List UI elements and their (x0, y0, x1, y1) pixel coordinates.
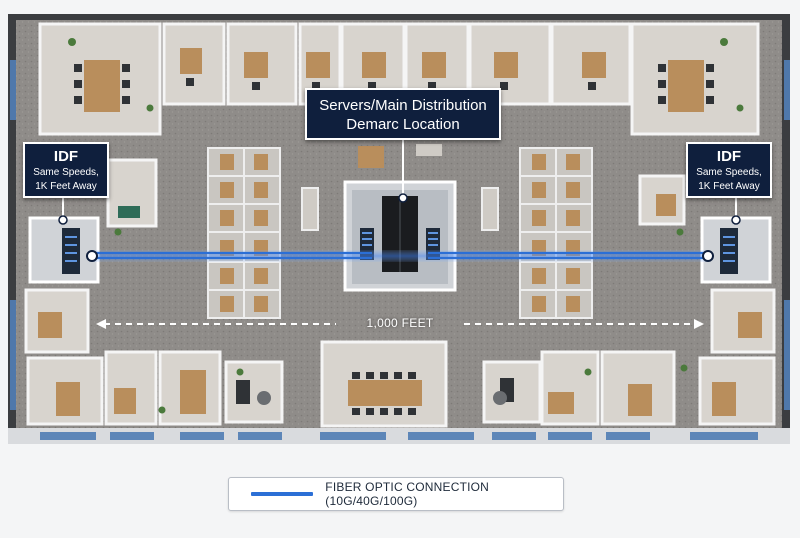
idf-room-right (700, 216, 772, 284)
top-office-desks (84, 48, 704, 112)
reception-desk (358, 144, 442, 168)
main-callout-line1: Servers/Main Distribution (319, 97, 487, 114)
legend: FIBER OPTIC CONNECTION (10G/40G/100G) (228, 477, 564, 511)
bottom-office-desks (56, 370, 736, 416)
idf-left-line2: 1K Feet Away (35, 181, 97, 192)
distance-arrow (96, 319, 704, 329)
distance-label: 1,000 FEET (366, 316, 434, 330)
legend-label: FIBER OPTIC CONNECTION (10G/40G/100G) (325, 480, 490, 508)
idf-left-line1: Same Speeds, (33, 167, 99, 178)
storage-cabinets (301, 187, 499, 231)
idf-right-line1: Same Speeds, (696, 167, 762, 178)
cubicles-right (519, 147, 593, 319)
idf-callout-right: IDF Same Speeds, 1K Feet Away (686, 142, 772, 198)
callout-leader-dots (58, 193, 741, 225)
lounge-sofa (118, 206, 140, 218)
fiber-optic-run (86, 250, 714, 262)
callout-leaders (62, 140, 737, 218)
main-callout-line2: Demarc Location (346, 116, 460, 133)
fiber-legend-swatch (251, 492, 314, 496)
plants (68, 38, 744, 414)
side-office-desks (38, 194, 762, 338)
idf-left-title: IDF (53, 148, 79, 165)
main-distribution-callout: Servers/Main Distribution Demarc Locatio… (305, 88, 501, 140)
top-office-chairs (74, 64, 714, 104)
bottom-office-chairs (236, 372, 514, 415)
idf-room-left (28, 216, 100, 284)
idf-right-title: IDF (716, 148, 742, 165)
cubicles-left (207, 147, 281, 319)
idf-callout-left: IDF Same Speeds, 1K Feet Away (23, 142, 109, 198)
idf-right-line2: 1K Feet Away (698, 181, 760, 192)
